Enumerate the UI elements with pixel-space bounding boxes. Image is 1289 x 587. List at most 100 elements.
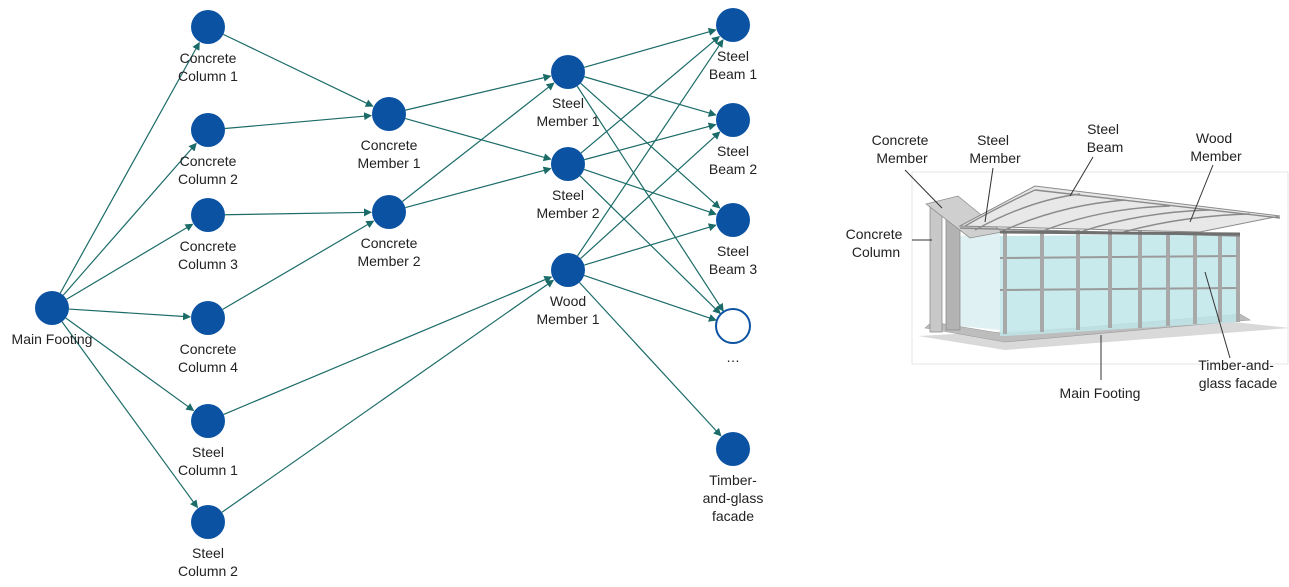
node-circle: [191, 404, 225, 438]
node-circle: [372, 97, 406, 131]
edge-sm2-to-sb3: [583, 168, 717, 216]
edge-wm1-to-tgf: [579, 282, 722, 437]
edge-sc1-to-wm1: [223, 275, 553, 415]
node-circle: [551, 147, 585, 181]
node-circle: [191, 301, 225, 335]
node-main_footing: Main Footing: [12, 291, 93, 347]
edge-wm1-to-more: [583, 274, 717, 322]
illus-label-steel-beam: Steel Beam: [1087, 121, 1124, 155]
node-circle: [716, 103, 750, 137]
illus-label-wood-member: Wood Member: [1190, 130, 1242, 164]
facade-rail: [999, 287, 1239, 291]
concrete-column: [929, 205, 943, 333]
edge-cc4-to-cm2: [222, 220, 375, 310]
illus-label-timber-glass-facade: Timber-and- glass facade: [1198, 357, 1278, 391]
edge-sc2-to-wm1: [221, 279, 555, 513]
illus-label-steel-member: Steel Member: [969, 132, 1021, 166]
node-circle: [191, 113, 225, 147]
leader-lines: [904, 156, 1231, 380]
edge-main_footing-to-cc1: [59, 41, 200, 294]
edge-sm2-to-sb1: [580, 35, 720, 154]
glass-panels: [1000, 234, 1238, 336]
edges-layer: [59, 28, 724, 513]
wood-member: [999, 230, 1241, 236]
node-circle: [715, 308, 751, 344]
edge-cm2-to-sm2: [405, 166, 552, 209]
node-label: Main Footing: [12, 331, 93, 347]
edge-main_footing-to-cc3: [66, 223, 194, 300]
edge-sm1-to-sb1: [584, 28, 717, 68]
edge-sm2-to-sb2: [584, 122, 717, 161]
node-circle: [372, 195, 406, 229]
roof: [958, 185, 1281, 233]
node-circle: [716, 203, 750, 237]
node-circle: [191, 198, 225, 232]
edge-sm1-to-sb2: [584, 76, 717, 117]
node-more: …: [715, 308, 751, 365]
edge-cc1-to-cm1: [223, 33, 374, 107]
edge-main_footing-to-cc2: [62, 142, 197, 296]
node-circle: [191, 10, 225, 44]
edge-main_footing-to-cc4: [68, 308, 192, 321]
node-circle: [716, 432, 750, 466]
node-circle: [716, 8, 750, 42]
edge-main_footing-to-sc1: [65, 317, 195, 412]
facade-mullions: [1003, 230, 1240, 334]
glass-side: [960, 232, 1000, 330]
node-circle: [551, 253, 585, 287]
node-circle: [551, 55, 585, 89]
edge-sm1-to-more: [576, 85, 724, 312]
edge-main_footing-to-sc2: [61, 321, 198, 509]
edge-cc3-to-cm2: [224, 208, 373, 217]
ground-shadow: [918, 320, 1289, 350]
edge-sm1-to-sb3: [580, 82, 721, 209]
illus-label-main-footing: Main Footing: [1060, 385, 1141, 401]
edge-wm1-to-sb2: [580, 131, 721, 260]
illus-label-concrete-member: Concrete Member: [872, 132, 933, 166]
node-circle: [191, 505, 225, 539]
edge-wm1-to-sb1: [576, 39, 724, 257]
facade-rail: [999, 255, 1239, 259]
illus-label-concrete-column: Concrete Column: [846, 226, 907, 260]
edge-cm1-to-sm1: [405, 73, 552, 111]
edge-wm1-to-sb3: [584, 223, 717, 266]
edge-cm2-to-sm1: [402, 82, 555, 202]
edge-cm1-to-sm2: [405, 117, 552, 162]
edge-cc2-to-cm1: [224, 112, 373, 130]
node-label: …: [726, 349, 740, 365]
node-circle: [35, 291, 69, 325]
building-illustration: Concrete Member Steel Member Steel Beam …: [846, 121, 1289, 401]
